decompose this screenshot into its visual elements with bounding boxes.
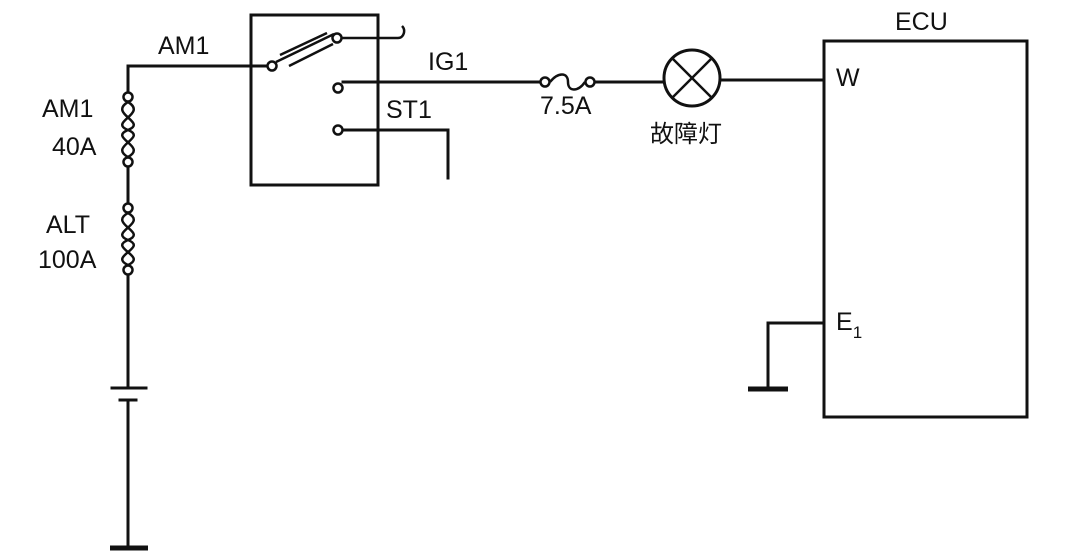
ecu-e1-subscript: 1 <box>853 323 862 342</box>
fuse-7-5a <box>539 73 668 91</box>
ecu-e1-main: E <box>836 308 853 336</box>
supply-wire <box>126 64 274 547</box>
am1-fuse <box>120 91 136 168</box>
ecu-e1-ground <box>748 321 826 392</box>
warning-lamp <box>662 48 826 108</box>
ignition-switch <box>249 13 450 187</box>
am1-fuse-rating-label: 40A <box>52 133 97 161</box>
alt-fuse-name-label: ALT <box>46 211 90 239</box>
am1-wire-label: AM1 <box>158 32 209 60</box>
warning-lamp-label: 故障灯 <box>650 120 722 148</box>
am1-fuse-name-label: AM1 <box>42 95 93 123</box>
ecu-box <box>822 39 1029 419</box>
alt-fuse-rating-label: 100A <box>38 246 97 274</box>
battery-symbol <box>110 386 148 402</box>
ig1-label: IG1 <box>428 48 468 76</box>
alt-fuse <box>120 202 136 276</box>
fuse-rating-label: 7.5A <box>540 92 592 120</box>
st1-label: ST1 <box>386 96 432 124</box>
ecu-e1-terminal-label: E1 <box>836 308 862 342</box>
ecu-w-terminal-label: W <box>836 64 860 92</box>
ecu-title: ECU <box>895 8 948 36</box>
